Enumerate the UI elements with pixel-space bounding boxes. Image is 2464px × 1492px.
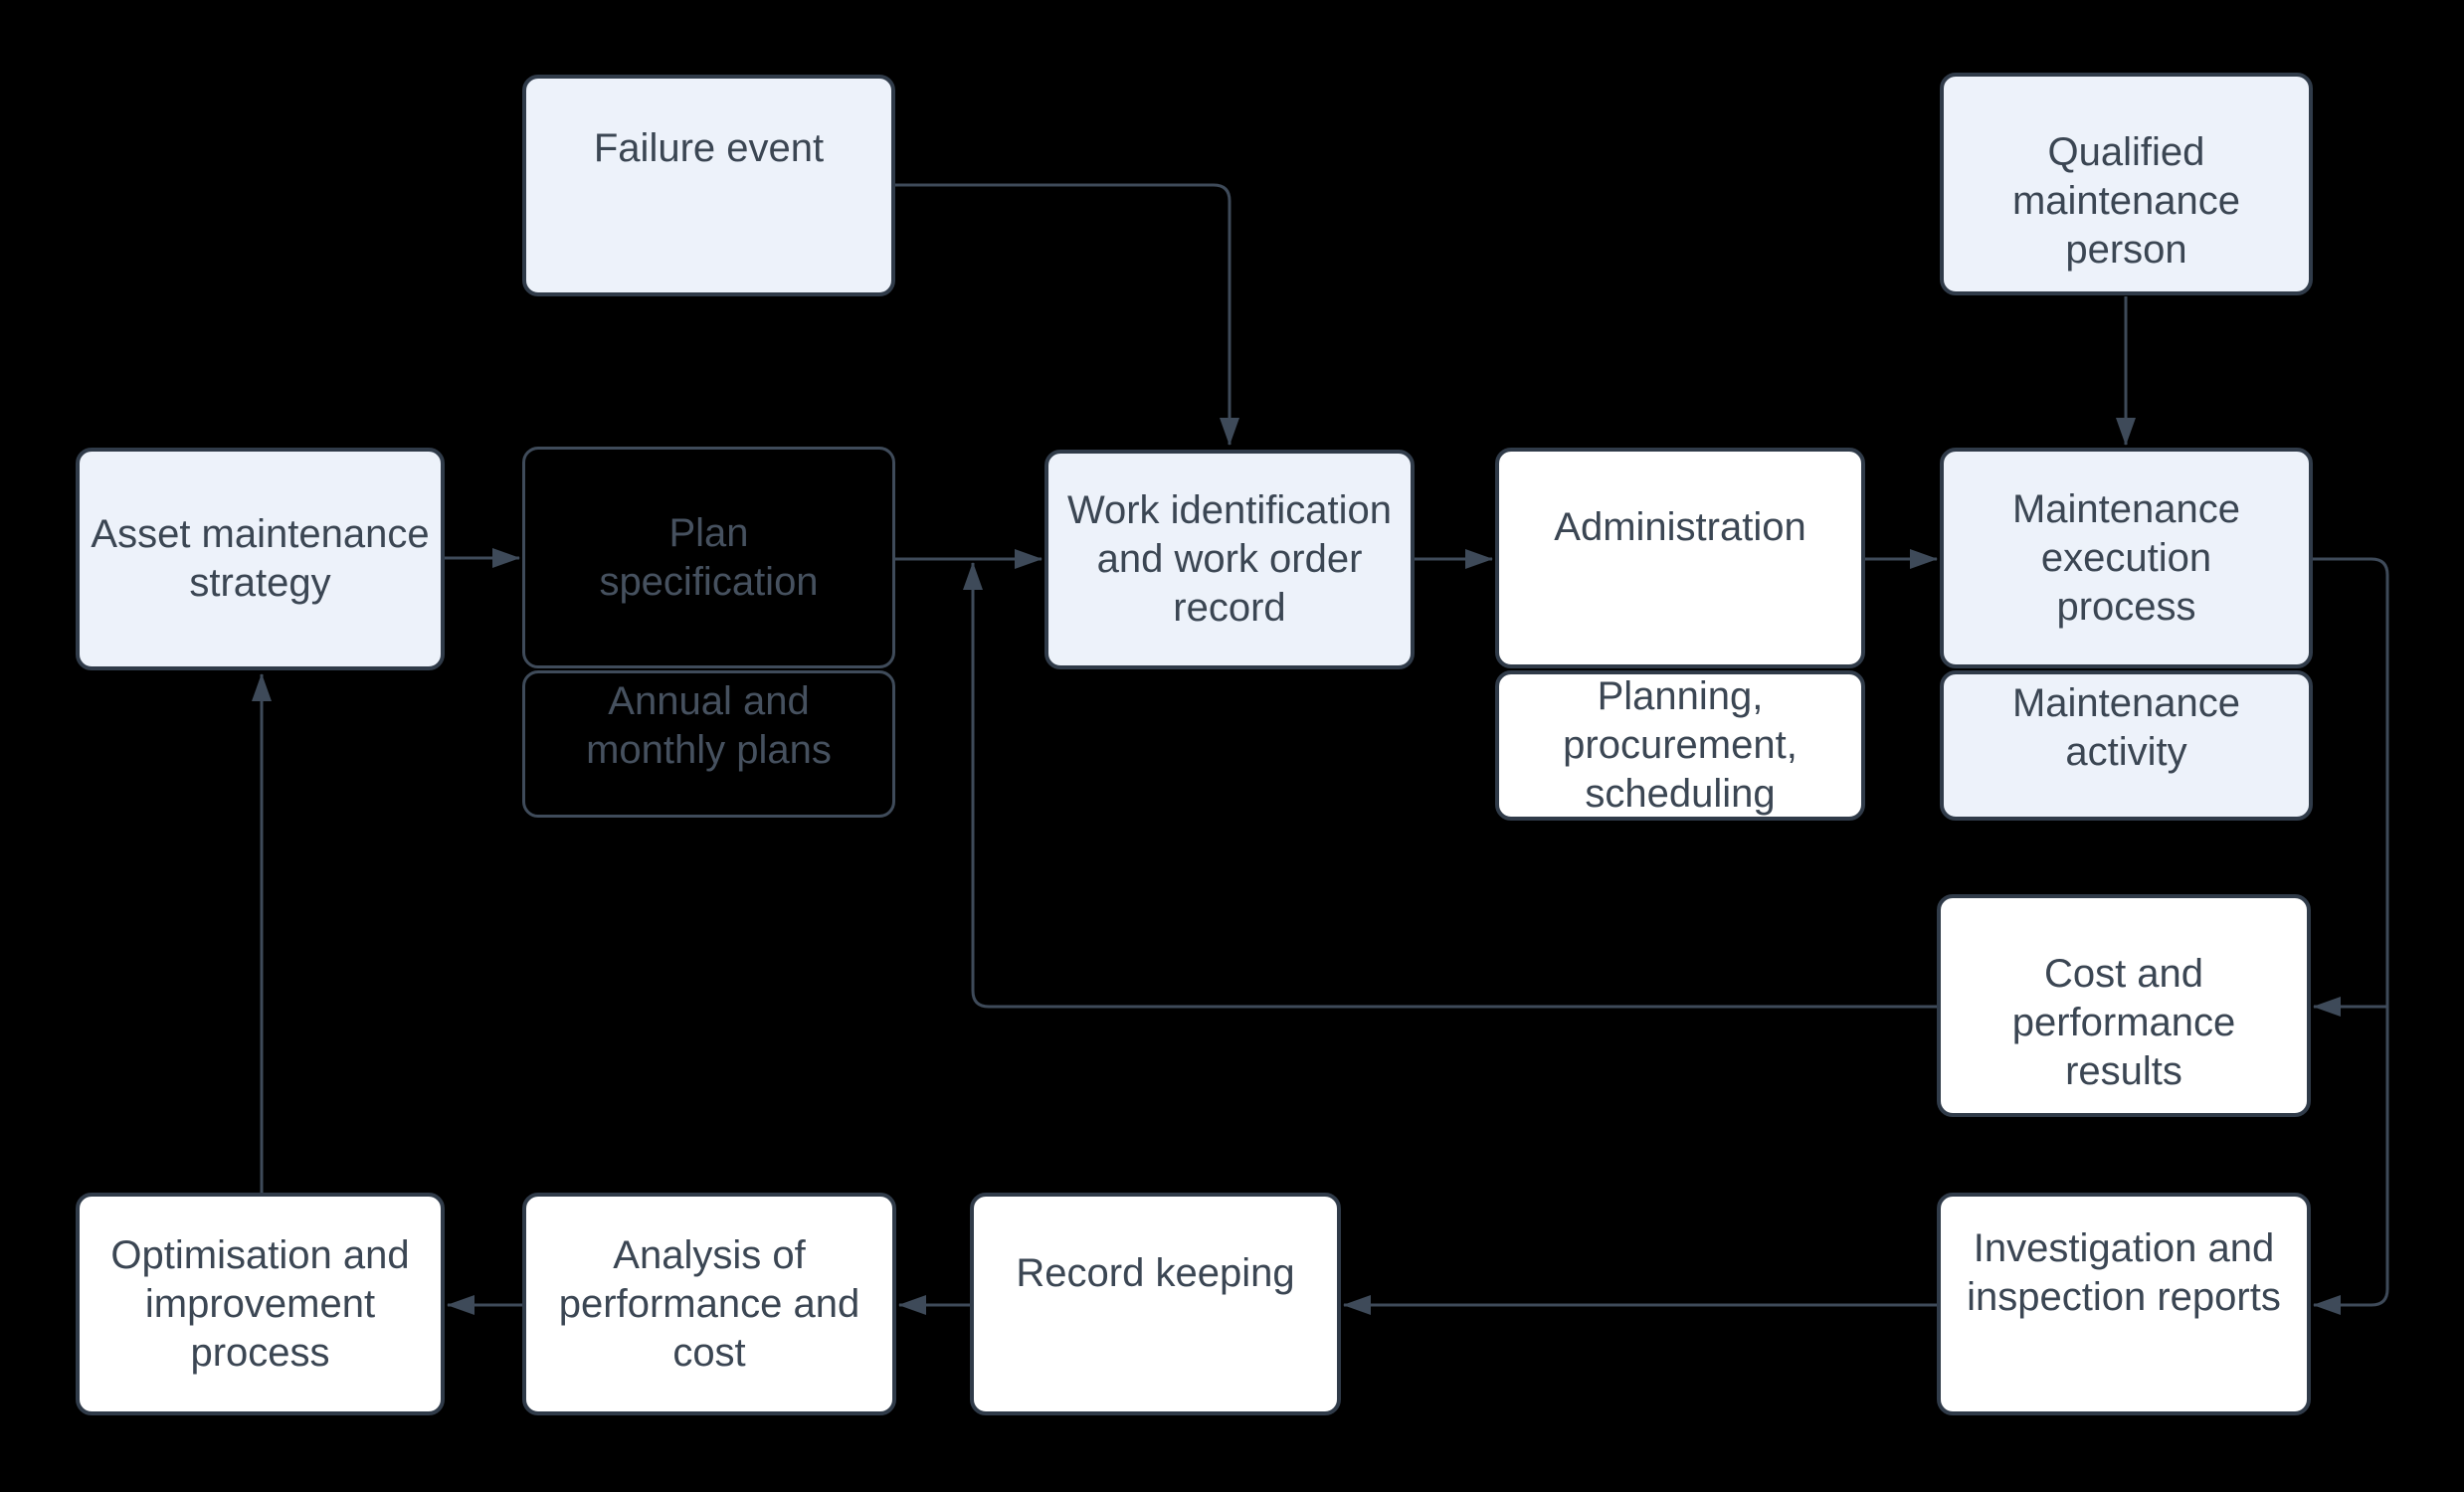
node-investigation-and-inspection-reports: Investigation and inspection reports bbox=[1937, 1193, 2311, 1415]
node-administration: Administration bbox=[1495, 448, 1865, 668]
node-annual-and-monthly-plans: Annual and monthly plans bbox=[522, 670, 895, 818]
node-failure-event: Failure event bbox=[522, 75, 895, 296]
connector-failure-to-work-identification bbox=[895, 183, 1239, 446]
node-record-keeping: Record keeping bbox=[970, 1193, 1341, 1415]
node-maintenance-activity: Maintenance activity bbox=[1940, 670, 2313, 821]
node-qualified-maintenance-person: Qualified maintenance person bbox=[1940, 73, 2313, 295]
connector-maintenance-execution-to-investigation-reports bbox=[2313, 557, 2389, 1315]
node-work-identification-and-work-order-record: Work identification and work order recor… bbox=[1044, 450, 1415, 669]
node-planning-procurement-scheduling: Planning, procurement, scheduling bbox=[1495, 670, 1865, 821]
node-asset-maintenance-strategy: Asset maintenance strategy bbox=[76, 448, 445, 670]
node-plan-specification: Plan specification bbox=[522, 447, 895, 668]
node-maintenance-execution-process: Maintenance execution process bbox=[1940, 448, 2313, 668]
node-cost-and-performance-results: Cost and performance results bbox=[1937, 894, 2311, 1117]
node-analysis-of-performance-and-cost: Analysis of performance and cost bbox=[522, 1193, 896, 1415]
node-optimisation-and-improvement-process: Optimisation and improvement process bbox=[76, 1193, 445, 1415]
